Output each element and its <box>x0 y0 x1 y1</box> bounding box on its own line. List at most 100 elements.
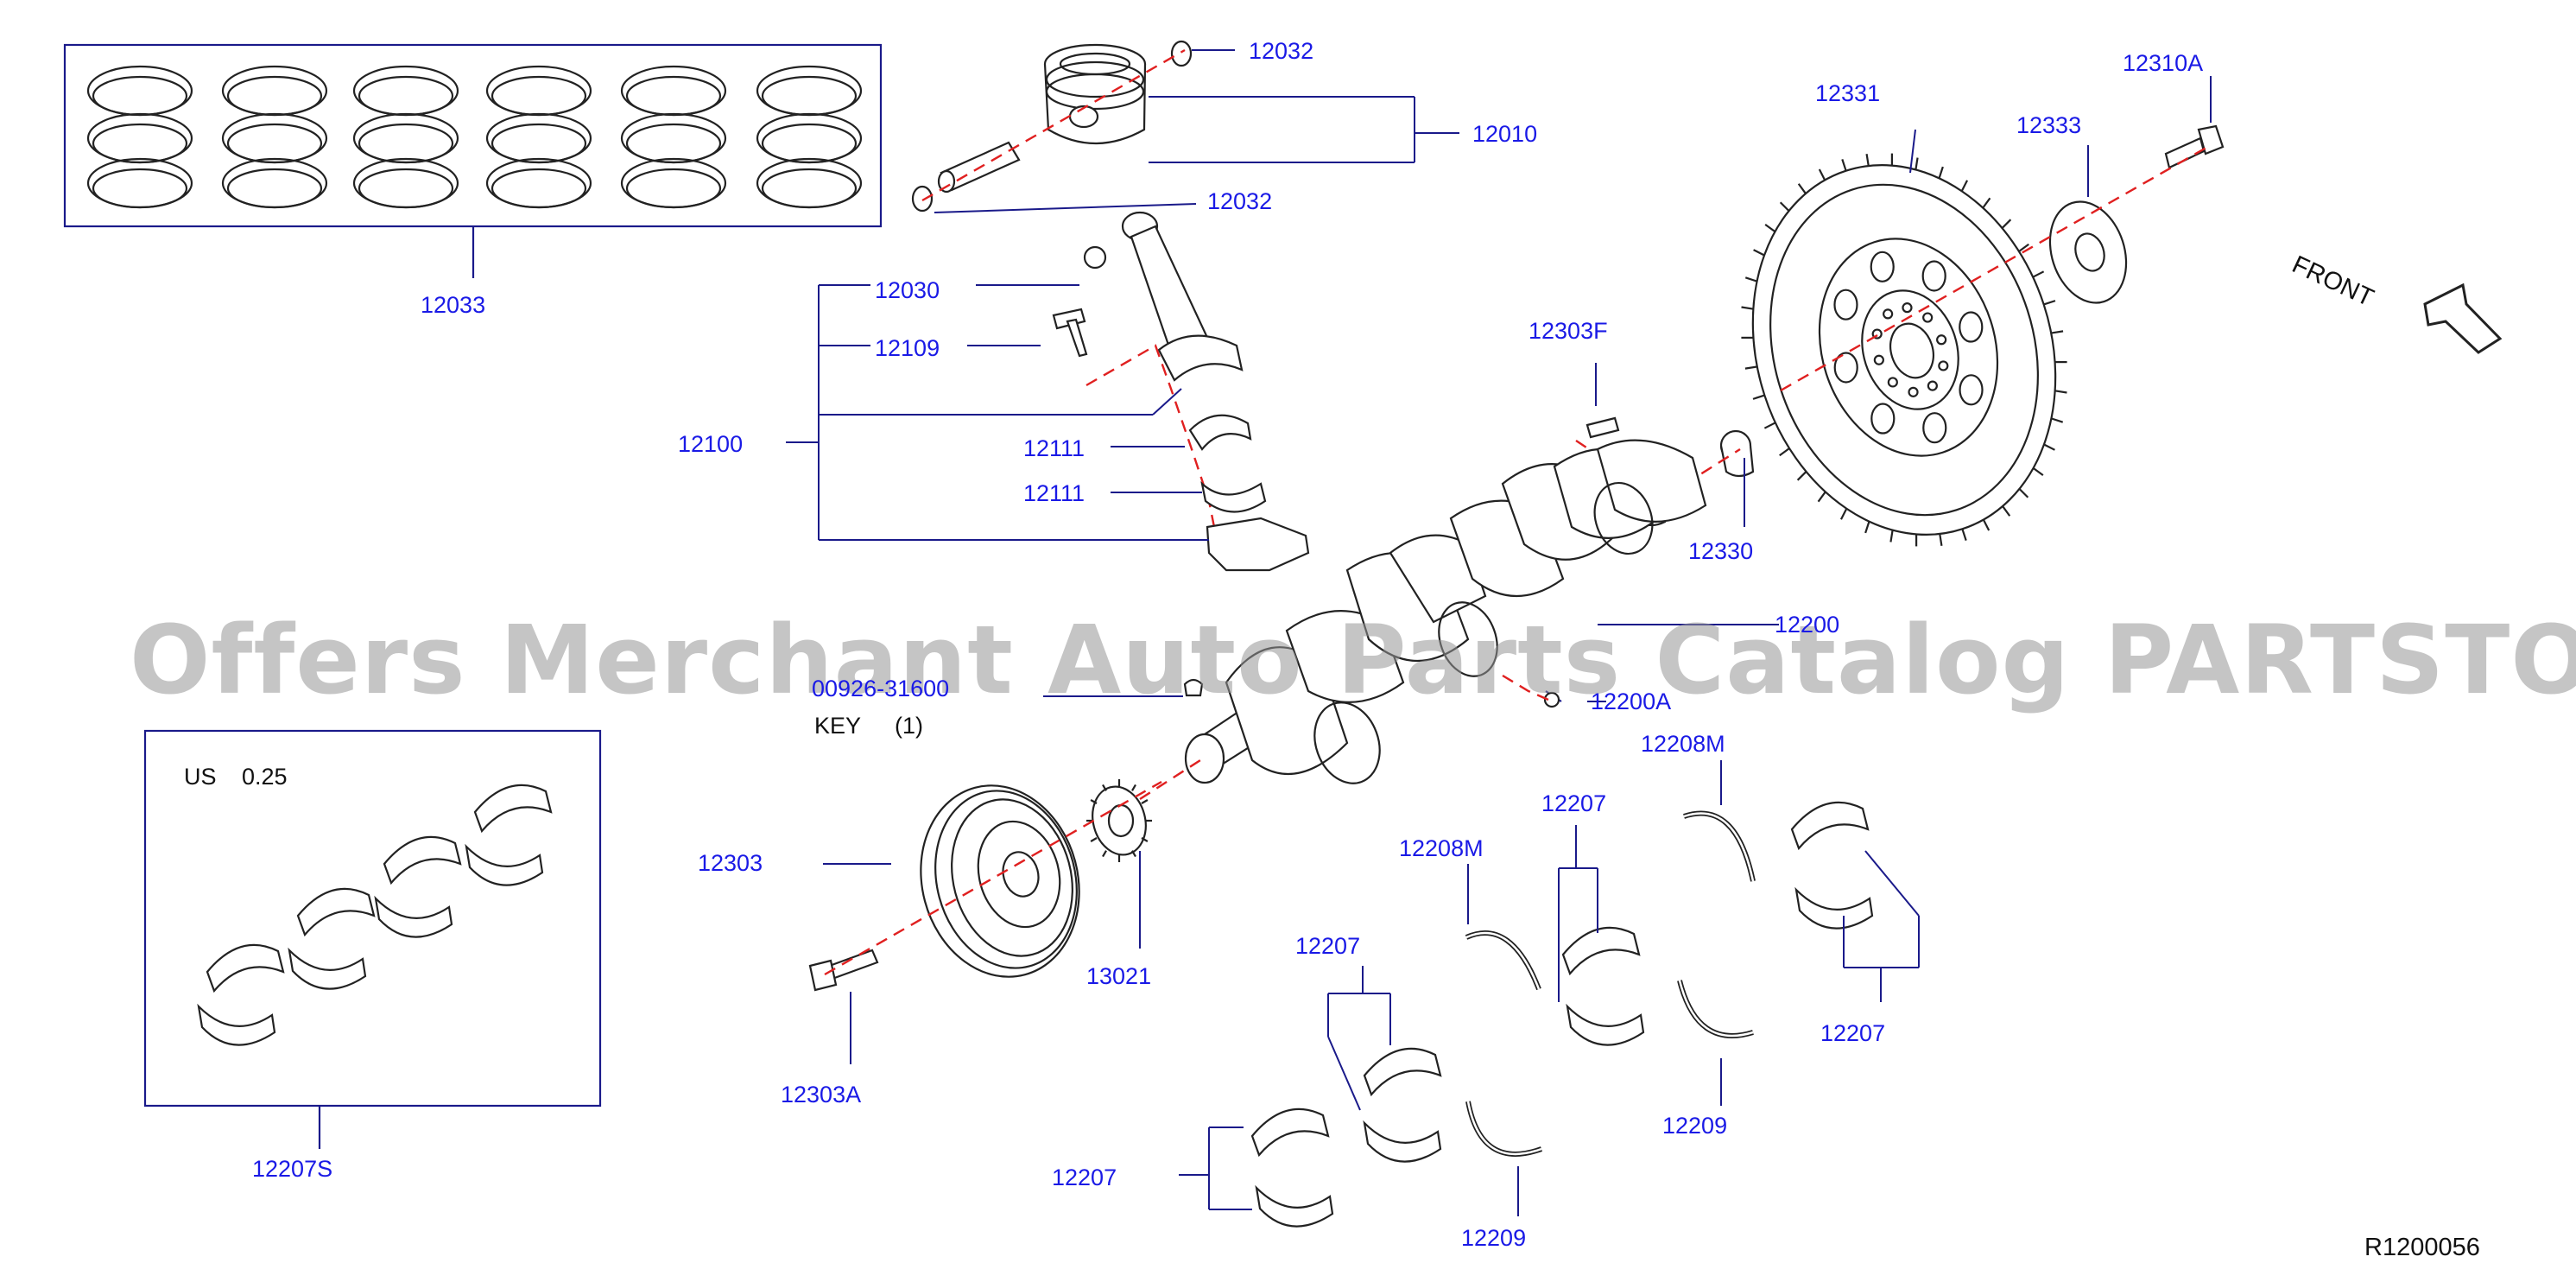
label-12109[interactable]: 12109 <box>875 335 940 361</box>
con-rod-bearing-lower <box>1200 480 1267 513</box>
flywheel-bolt-hole <box>1908 386 1919 397</box>
snap-ring-bottom <box>911 185 934 213</box>
woodruff-key <box>1183 678 1204 697</box>
piston-leaders <box>934 49 1459 213</box>
flywheel-tooth <box>1839 508 1848 520</box>
flywheel-tooth <box>1889 530 1894 543</box>
flywheel-bolt-hole <box>1936 334 1947 346</box>
sprocket-tooth <box>1131 784 1136 791</box>
flywheel-tooth <box>1741 306 1754 310</box>
label-00926-31600[interactable]: 00926-31600 <box>812 676 950 701</box>
flywheel-hole <box>1833 289 1858 320</box>
label-12032-bottom[interactable]: 12032 <box>1207 188 1273 214</box>
undersize-bearing-lower <box>288 947 367 990</box>
label-12032-top[interactable]: 12032 <box>1249 38 1314 64</box>
bearing-leaders <box>1179 760 1920 1216</box>
label-12207-left[interactable]: 12207 <box>1295 933 1361 959</box>
label-12111-upper[interactable]: 12111 <box>1023 435 1085 461</box>
flywheel-tooth <box>2018 488 2029 498</box>
label-12303A[interactable]: 12303A <box>781 1082 862 1107</box>
label-12330[interactable]: 12330 <box>1688 538 1754 564</box>
piston-ring-set <box>63 43 883 278</box>
con-rod-bearing-upper <box>1188 414 1252 451</box>
flywheel-tooth <box>1939 533 1943 546</box>
label-12010[interactable]: 12010 <box>1472 121 1538 147</box>
label-12030[interactable]: 12030 <box>875 277 940 303</box>
undersize-bearing-lower <box>197 1003 276 1046</box>
label-12303[interactable]: 12303 <box>698 850 763 876</box>
undersize-bearing-lower <box>465 843 544 886</box>
label-12033[interactable]: 12033 <box>421 292 486 318</box>
label-12207S[interactable]: 12207S <box>252 1156 333 1182</box>
main-bearing-upper <box>1250 1107 1330 1158</box>
main-bearing-lower <box>1794 886 1874 930</box>
flywheel-tooth <box>1960 180 1969 192</box>
label-12207-center[interactable]: 12207 <box>1541 790 1607 816</box>
main-bearing-lower <box>1363 1120 1442 1163</box>
flywheel-tooth <box>2001 219 2012 229</box>
flywheel-reinforcement-plate <box>2048 200 2128 304</box>
label-12200[interactable]: 12200 <box>1775 612 1840 638</box>
front-arrow-icon <box>2423 282 2503 354</box>
flywheel-tooth <box>2032 466 2044 476</box>
flywheel-tooth <box>1841 159 1847 172</box>
label-12303F[interactable]: 12303F <box>1529 318 1608 344</box>
flywheel-tooth <box>2043 300 2056 306</box>
key-text: KEY <box>814 713 862 739</box>
undersize-bearing-set <box>143 729 602 1149</box>
flywheel-tooth <box>2051 417 2064 423</box>
snap-ring-top <box>1170 40 1193 67</box>
crank-leaders <box>1043 76 2212 702</box>
flywheel-bolt-hole <box>1922 312 1934 323</box>
flywheel-bolt-hole <box>1887 377 1898 388</box>
label-12208M-left[interactable]: 12208M <box>1399 835 1484 861</box>
main-bearing-lower <box>1255 1184 1334 1228</box>
flywheel-tooth <box>1817 491 1826 503</box>
label-12209-left[interactable]: 12209 <box>1461 1225 1527 1251</box>
flywheel-tooth <box>1961 528 1967 541</box>
label-12100[interactable]: 12100 <box>678 431 744 457</box>
label-12208M-right[interactable]: 12208M <box>1641 731 1725 757</box>
undersize-bearing-upper <box>383 835 462 885</box>
pilot-bushing <box>1719 429 1755 478</box>
undersize-value: 0.25 <box>242 764 288 790</box>
flywheel-bolt-hole <box>1871 328 1883 340</box>
flywheel-tooth <box>1779 201 1790 212</box>
piston <box>1043 43 1147 145</box>
flywheel-bolt-hole <box>1938 360 1949 371</box>
flywheel-tooth <box>2018 243 2029 252</box>
crankshaft-pulley <box>920 784 1080 978</box>
main-bearing-upper <box>1561 926 1641 976</box>
sprocket-tooth <box>1090 799 1098 804</box>
flywheel-tooth <box>1982 197 1991 209</box>
sprocket-tooth <box>1102 784 1107 791</box>
label-12209-right[interactable]: 12209 <box>1662 1113 1728 1139</box>
connecting-rod <box>1052 211 1244 382</box>
flywheel-tooth <box>1752 394 1765 400</box>
undersize-bearing-upper <box>473 784 553 834</box>
flywheel-hole <box>1870 251 1895 282</box>
label-12333[interactable]: 12333 <box>2016 112 2082 138</box>
sprocket-tooth <box>1102 850 1107 858</box>
sprocket-tooth <box>1141 837 1149 842</box>
flywheel-tooth <box>1764 224 1776 233</box>
piston-ring-stack <box>756 65 863 209</box>
label-12310A[interactable]: 12310A <box>2123 50 2204 76</box>
label-12207-bottom[interactable]: 12207 <box>1052 1165 1117 1190</box>
label-12207-right[interactable]: 12207 <box>1820 1020 1886 1046</box>
label-12331[interactable]: 12331 <box>1815 80 1881 106</box>
main-bearings <box>1250 801 1874 1228</box>
label-12111-lower[interactable]: 12111 <box>1023 480 1085 506</box>
flywheel-hole <box>1833 352 1858 384</box>
crankshaft <box>1184 439 1707 784</box>
flywheel-hole <box>1921 260 1946 292</box>
flywheel-tooth <box>1753 249 1765 257</box>
label-13021[interactable]: 13021 <box>1086 963 1152 989</box>
flywheel <box>1741 153 2067 547</box>
flywheel-tooth <box>1938 166 1944 179</box>
flywheel-hole <box>1959 374 1984 406</box>
flywheel-hole <box>1870 403 1896 435</box>
reference-number: R1200056 <box>2364 1234 2480 1261</box>
label-12200A[interactable]: 12200A <box>1591 689 1672 714</box>
